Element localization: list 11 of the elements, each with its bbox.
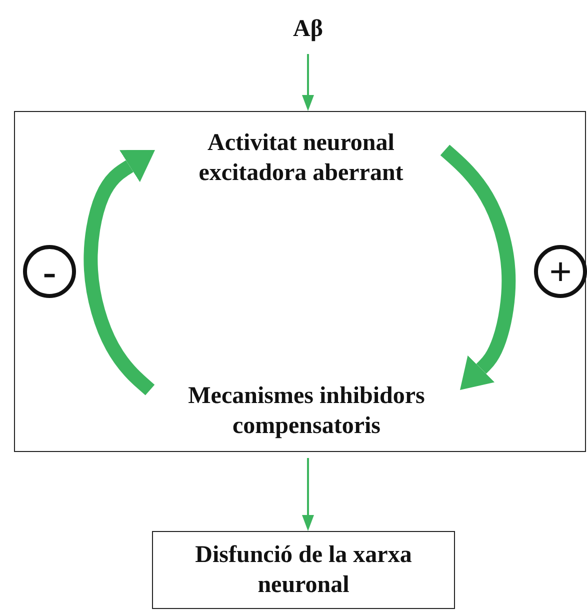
node-label: Aβ xyxy=(270,10,346,48)
outcome-box: Disfunció de la xarxa neuronal xyxy=(152,531,455,609)
sign-circle: + xyxy=(534,245,587,298)
arrow xyxy=(84,150,155,396)
node-label: Activitat neuronal excitadora aberrant xyxy=(151,123,451,193)
arrow xyxy=(302,54,314,111)
sign-circle: - xyxy=(23,245,76,298)
frame-box xyxy=(14,111,586,452)
arrow xyxy=(440,144,516,390)
arrow xyxy=(302,458,314,531)
node-label: Mecanismes inhibidors compensatoris xyxy=(149,376,464,446)
